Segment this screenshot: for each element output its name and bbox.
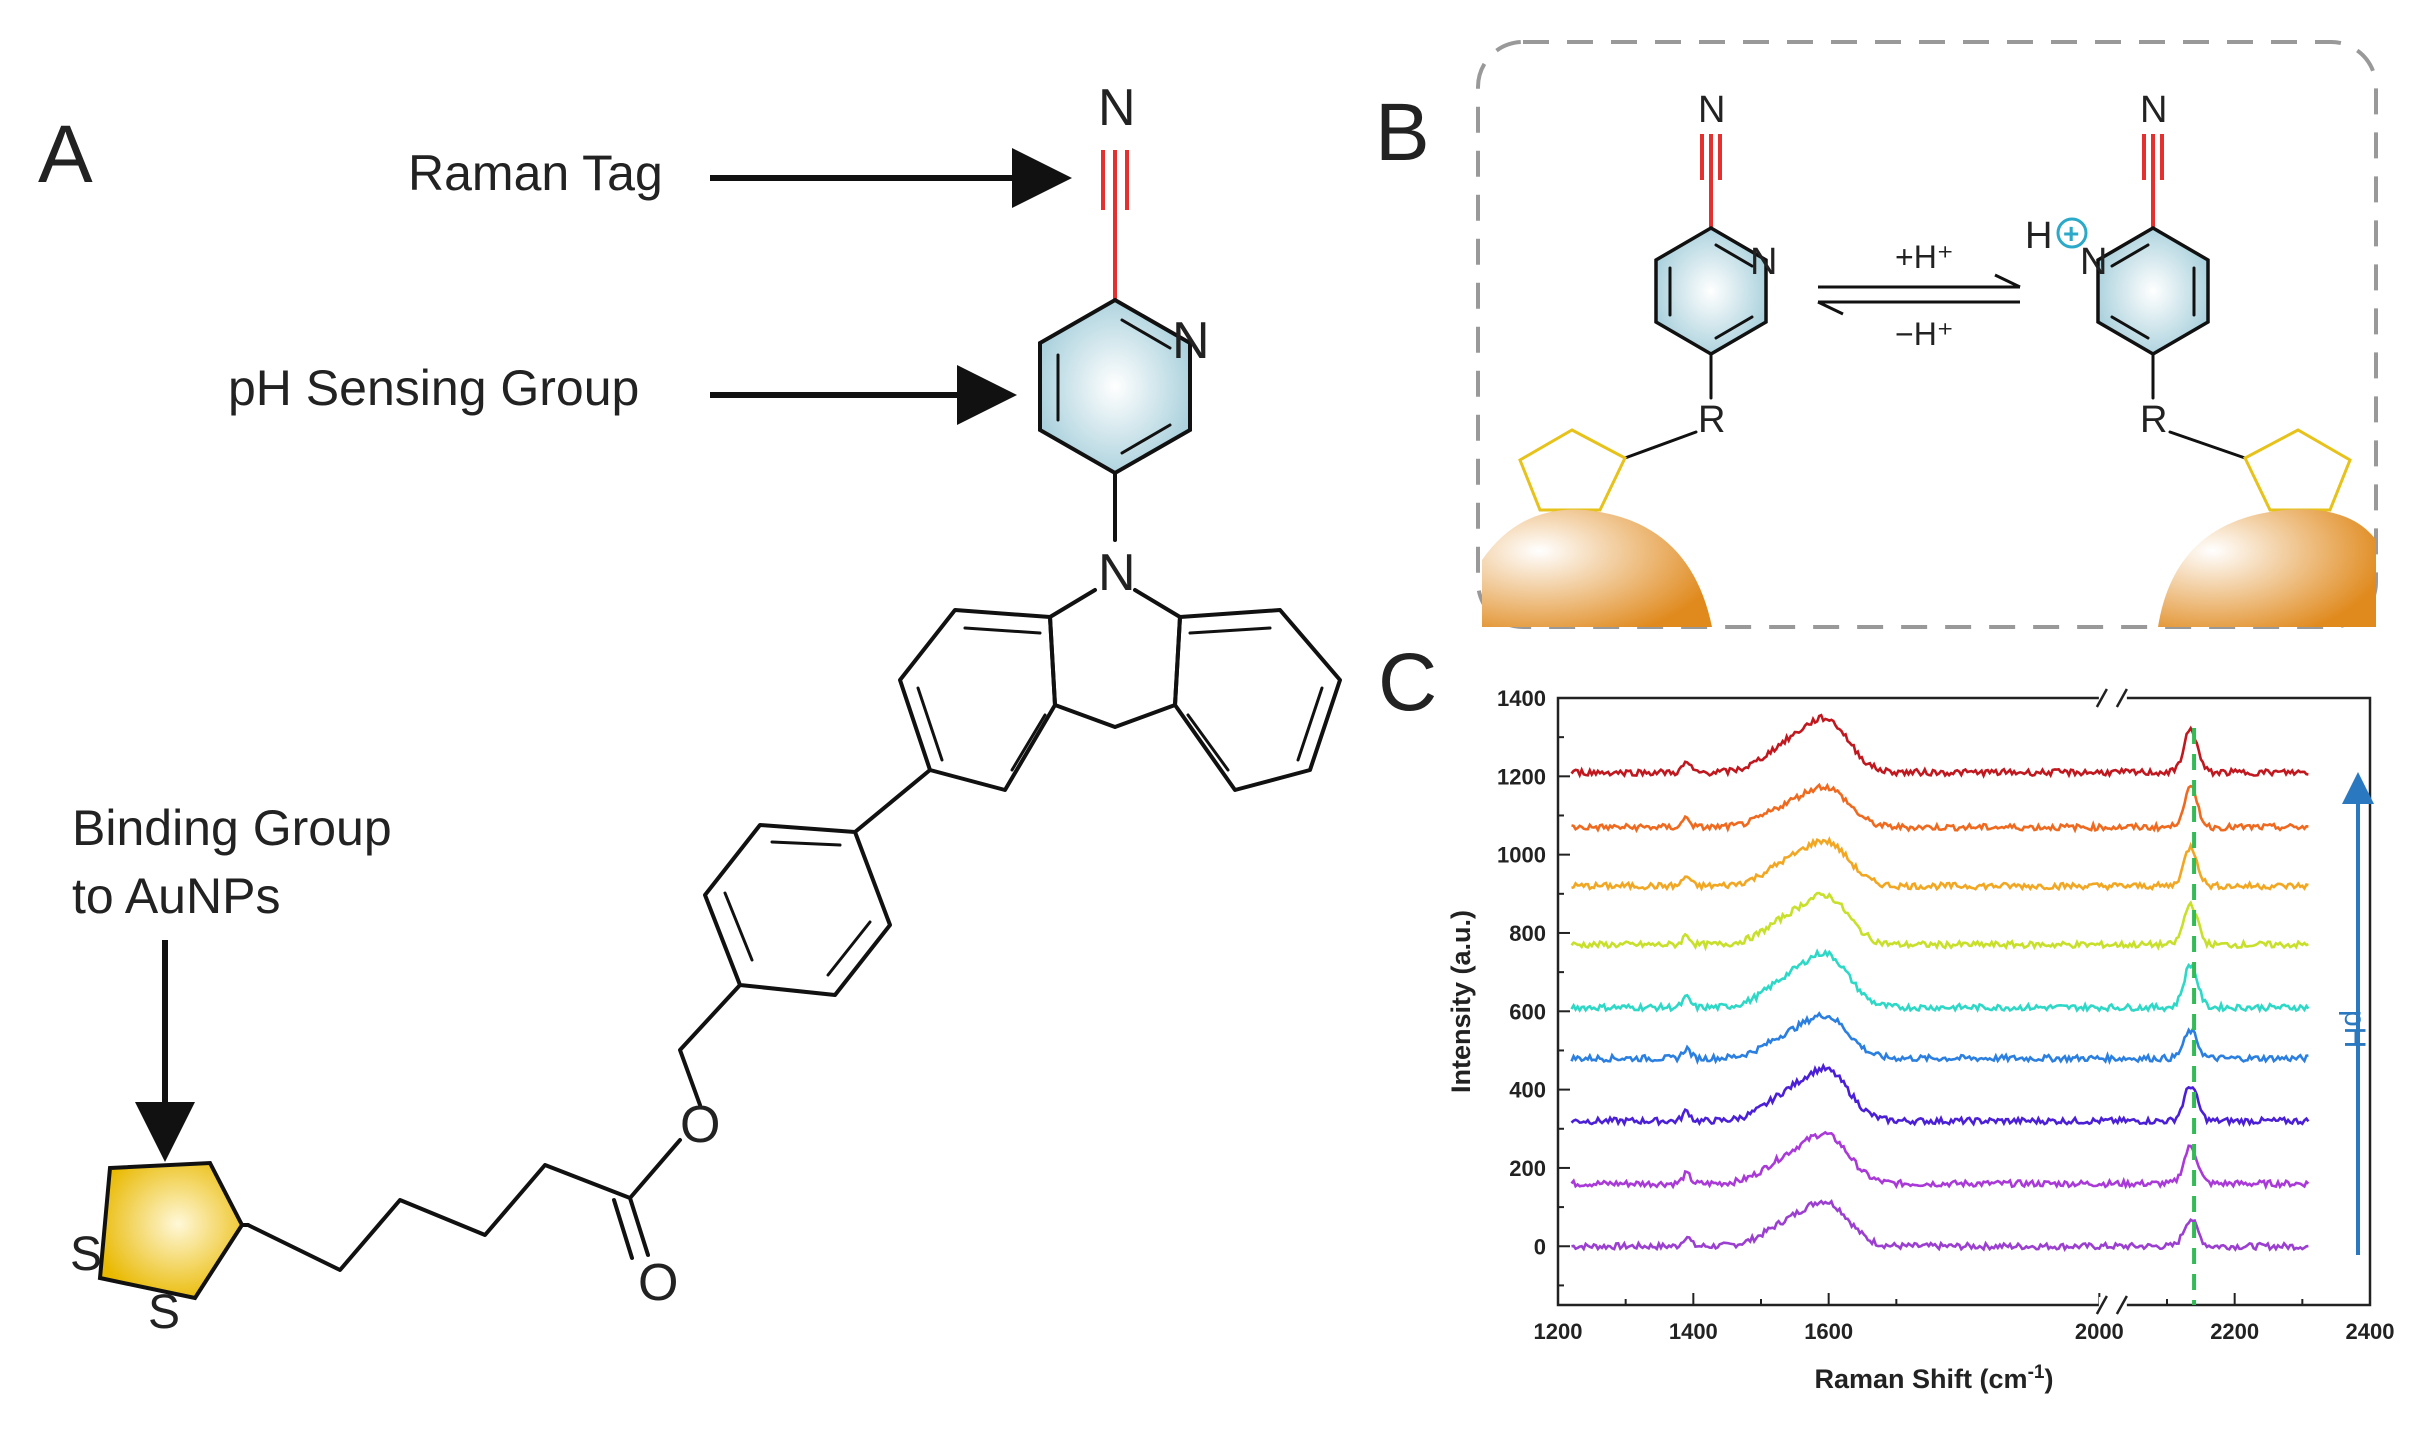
bond-carbazole-to-phenyl	[853, 768, 932, 834]
carbonyl-double-2	[612, 1198, 634, 1260]
x-tick-label: 2400	[2346, 1319, 2395, 1344]
spectrum-series-3	[1570, 1062, 2310, 1128]
x-tick-label: 2000	[2075, 1319, 2124, 1344]
panel-c: C 0 200 400 600 800 1000 1200 1400 1200 1400 1600 2…	[1378, 637, 2394, 1394]
y-tick-label: 400	[1509, 1078, 1546, 1103]
y-axis-label: Intensity (a.u.)	[1446, 910, 1476, 1093]
left-dithiolane	[1518, 428, 1627, 512]
panel-c-letter: C	[1378, 637, 1437, 728]
panel-b: B N N R +H⁺ −H⁺	[1375, 40, 2378, 629]
spectrum-series-9	[1570, 713, 2309, 779]
axis-break-top-slash	[2115, 688, 2128, 708]
equilibrium-arrows: +H⁺ −H⁺	[1817, 239, 2021, 352]
panel-a: A Raman Tag pH Sensing Group N N N	[38, 79, 1342, 1339]
sulfur-atom-2: S	[148, 1286, 180, 1339]
raman-chart: 0 200 400 600 800 1000 1200 1400 1200 1400 1600 200…	[1446, 686, 2394, 1394]
left-molecule: N N R	[1482, 89, 1777, 627]
alkyl-chain	[246, 1163, 632, 1272]
y-tick-label: 600	[1509, 999, 1546, 1024]
y-tick-label: 200	[1509, 1156, 1546, 1181]
spectrum-series-1	[1571, 1199, 2309, 1253]
spectrum-series-5	[1570, 948, 2310, 1014]
left-ring-n: N	[1750, 241, 1777, 283]
binding-group-label-line2: to AuNPs	[72, 868, 280, 924]
y-tick-label: 1000	[1497, 843, 1546, 868]
spectrum-series-6	[1570, 891, 2309, 952]
panel-b-frame	[1476, 40, 2378, 629]
phenyl-ring	[703, 823, 892, 997]
carbazole	[898, 588, 1342, 792]
spectrum-series-4	[1570, 1011, 2309, 1065]
raman-tag-label: Raman Tag	[408, 145, 663, 201]
panel-b-letter: B	[1375, 87, 1430, 178]
right-ring-n: N	[2080, 241, 2107, 283]
deprotonation-label: −H⁺	[1895, 316, 1954, 352]
x-tick-label: 1400	[1669, 1319, 1718, 1344]
right-dithiolane	[2243, 428, 2352, 512]
right-r-group: R	[2140, 399, 2167, 441]
nitrile-triple-bond	[1101, 150, 1129, 300]
y-tick-label: 1400	[1497, 686, 1546, 711]
x-axis-label: Raman Shift (cm-1)	[1815, 1362, 2054, 1395]
positive-charge-sign: +	[2063, 218, 2079, 249]
axis-break-bottom-slash	[2095, 1295, 2108, 1315]
carbonyl-double-1	[628, 1196, 650, 1257]
protonation-label: +H⁺	[1895, 239, 1954, 275]
left-r-group: R	[1698, 399, 1725, 441]
y-tick-label: 0	[1534, 1234, 1546, 1259]
left-nanoparticle	[1482, 509, 1712, 627]
left-r-linker	[1623, 430, 1698, 460]
bond-o-carbonyl	[628, 1138, 682, 1200]
panel-a-letter: A	[38, 109, 93, 200]
ph-arrow-label: pH	[2338, 1010, 2371, 1048]
right-proton-h: H	[2025, 215, 2052, 257]
y-tick-label: 1200	[1497, 764, 1546, 789]
y-tick-label: 800	[1509, 921, 1546, 946]
binding-group-label-line1: Binding Group	[72, 800, 392, 856]
spectrum-series-7	[1571, 836, 2309, 892]
axis-break-bottom-slash	[2115, 1295, 2128, 1315]
spectrum-series-2	[1570, 1130, 2310, 1191]
x-tick-label: 1600	[1804, 1319, 1853, 1344]
ester-o-atom: O	[680, 1096, 720, 1154]
spectrum-series-8	[1571, 782, 2309, 834]
pyridine-ring	[1038, 297, 1192, 476]
right-molecule: N H + N R	[2025, 89, 2376, 627]
sulfur-atom-1: S	[70, 1228, 102, 1281]
x-tick-label: 1200	[1534, 1319, 1583, 1344]
nitrile-n-atom: N	[1098, 79, 1136, 137]
right-nitrile-n: N	[2140, 89, 2167, 131]
x-tick-label: 2200	[2210, 1319, 2259, 1344]
left-nitrile-n: N	[1698, 89, 1725, 131]
dithiolane-ring	[97, 1160, 245, 1301]
right-r-linker	[2168, 430, 2247, 460]
pyridine-n-atom: N	[1172, 312, 1210, 370]
right-nanoparticle	[2158, 509, 2376, 627]
carbonyl-o-atom: O	[638, 1254, 678, 1312]
bond-ch2-o	[678, 983, 742, 1107]
axis-break-top-slash	[2095, 688, 2108, 708]
chart-frame	[1556, 696, 2372, 1307]
ph-sensing-group-label: pH Sensing Group	[228, 360, 639, 416]
carbazole-n-atom: N	[1098, 544, 1136, 602]
positive-charge-circle	[2056, 217, 2088, 249]
